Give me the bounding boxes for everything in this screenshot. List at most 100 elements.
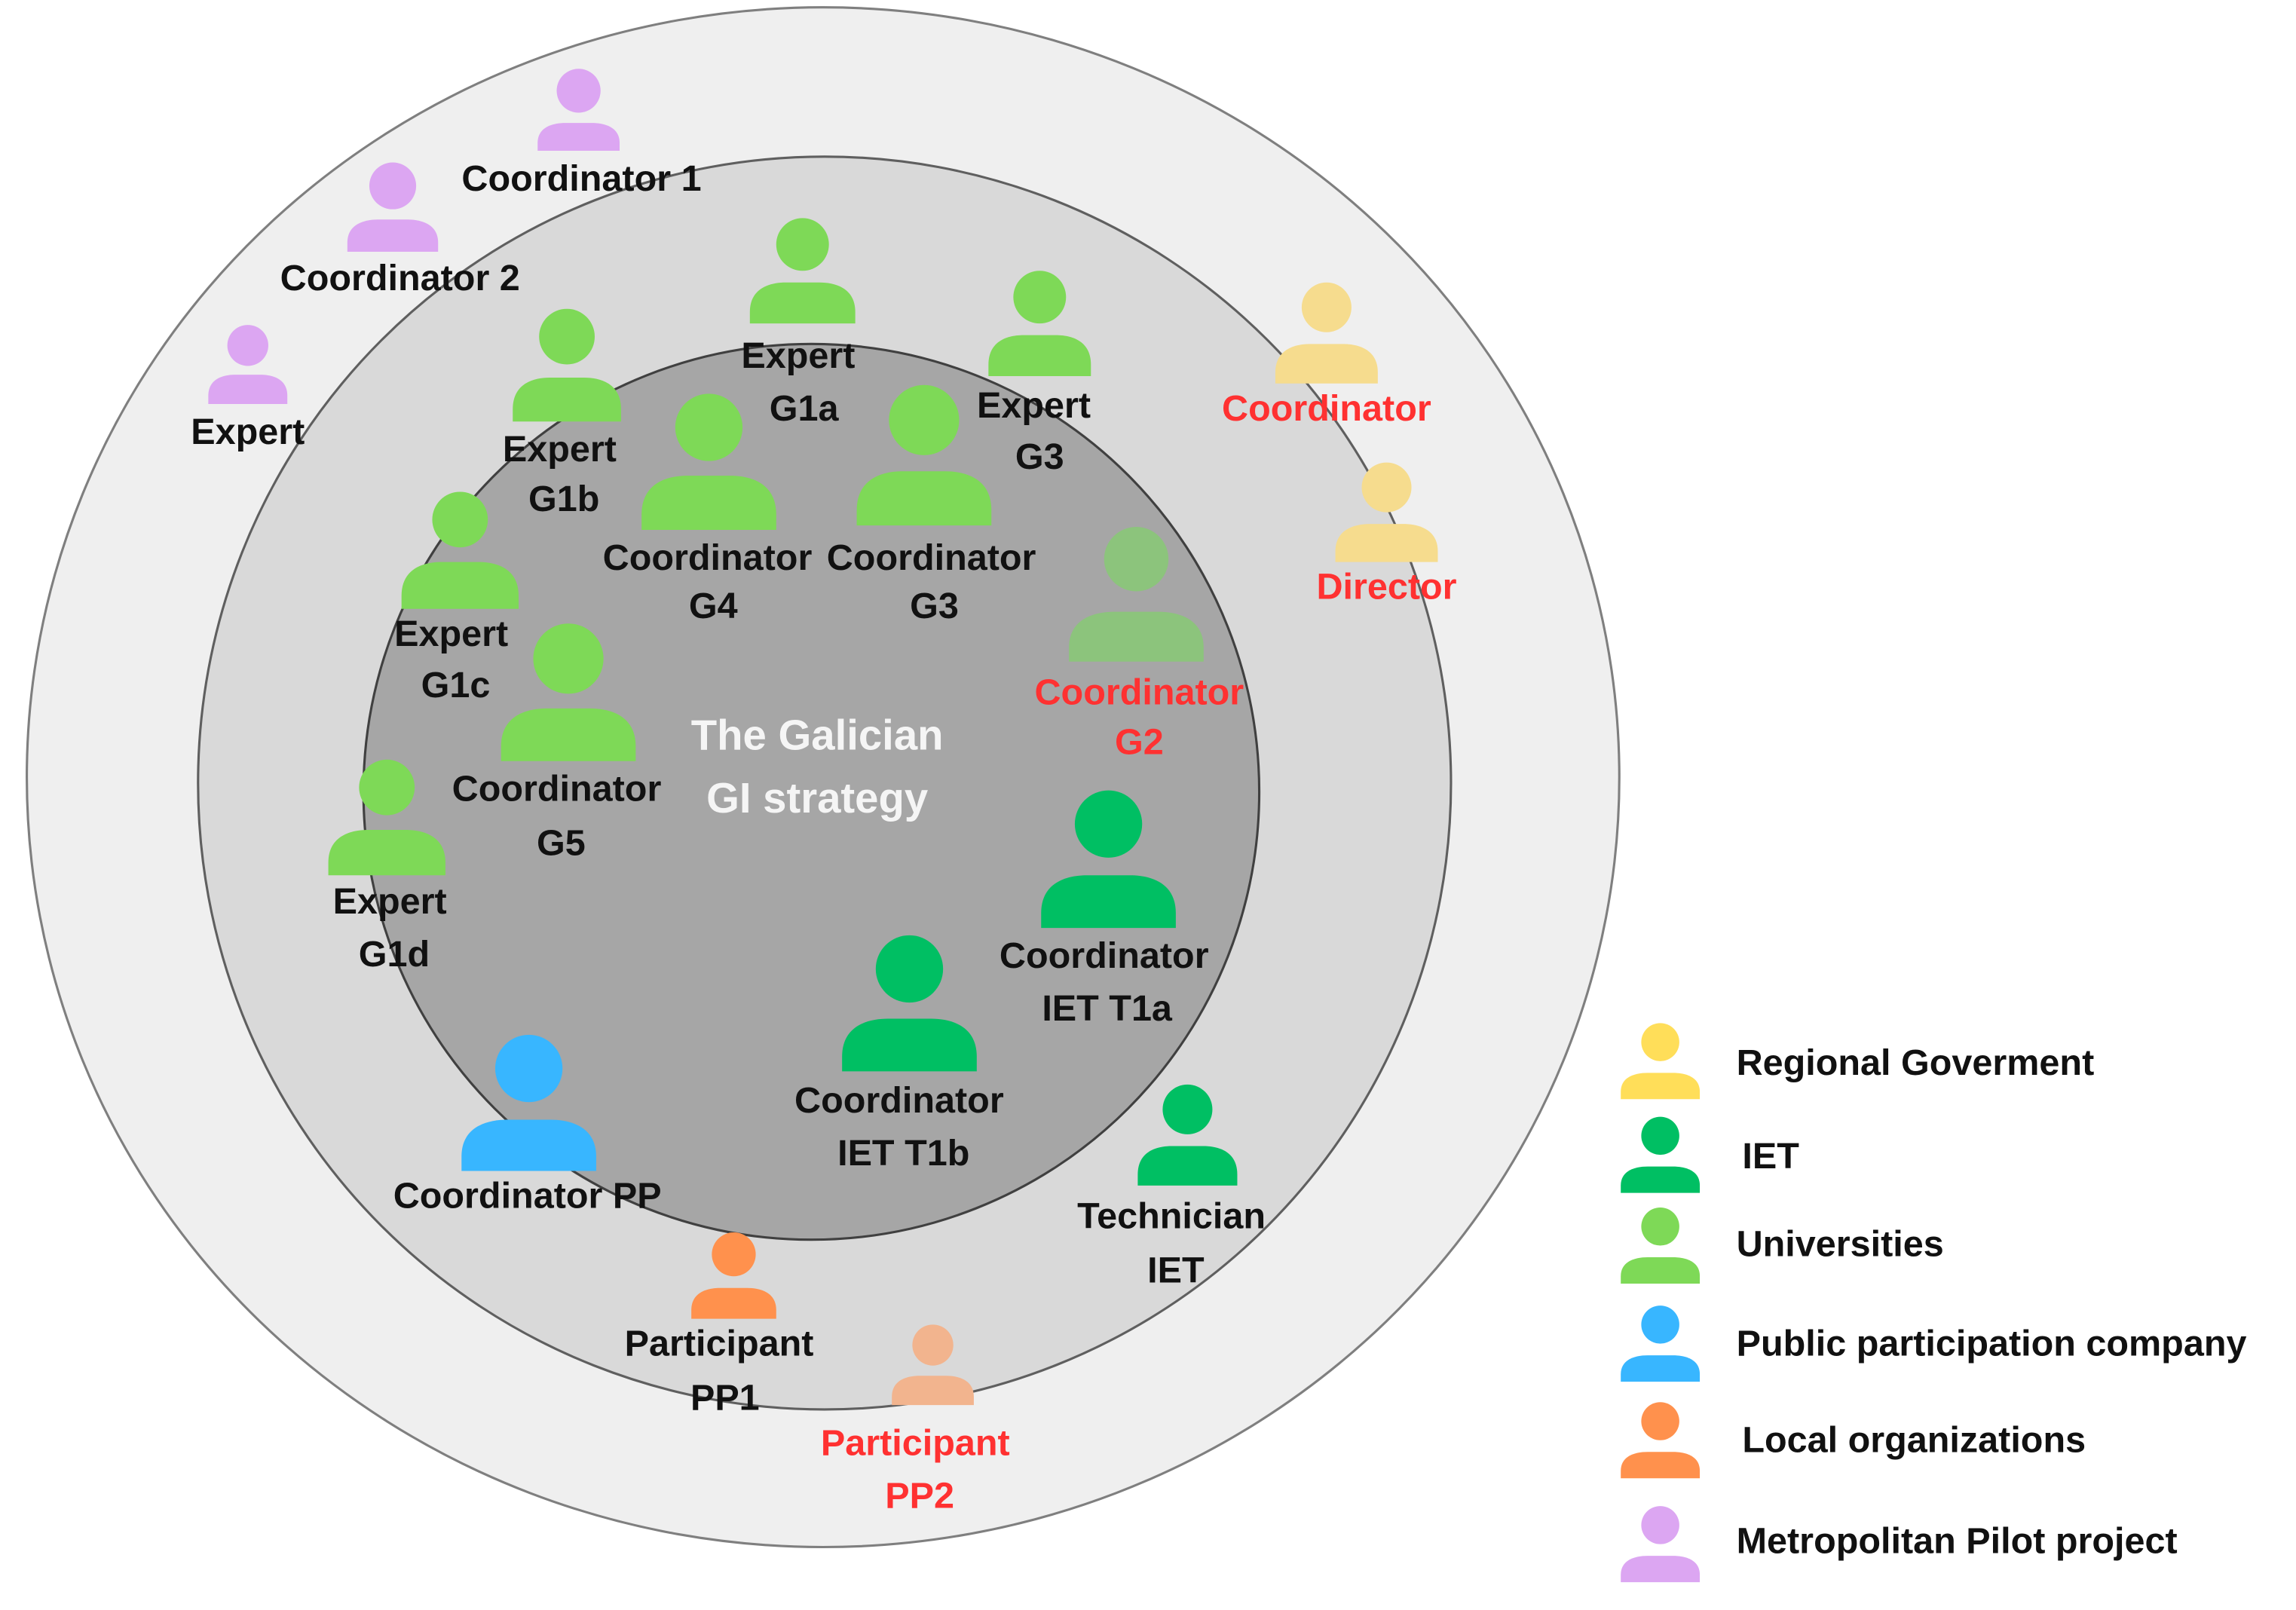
person-head (1641, 1402, 1679, 1440)
person-head (1301, 282, 1352, 332)
stakeholder-label: Expert (333, 881, 447, 922)
person-head (1074, 790, 1143, 858)
center-title-line-2: GI strategy (706, 774, 928, 822)
person-icon (1621, 1506, 1701, 1583)
person-body (208, 375, 288, 404)
person-icon (501, 623, 636, 761)
stakeholder-label: G5 (537, 822, 586, 863)
person-icon (1621, 1116, 1701, 1193)
person-icon (347, 162, 439, 252)
stakeholder-coordinator-2: Coordinator 2 (280, 162, 520, 298)
stakeholder-label: G1b (528, 479, 599, 519)
center-title-line-1: The Galician (691, 711, 944, 758)
person-body (1275, 344, 1378, 384)
person-body (1335, 524, 1438, 562)
person-icon (892, 1324, 974, 1406)
person-head (539, 308, 595, 365)
person-icon (691, 1232, 776, 1319)
person-icon (1275, 282, 1378, 384)
stakeholder-label: Coordinator (1222, 388, 1431, 429)
person-head (359, 759, 415, 816)
person-body (328, 830, 445, 876)
legend-item-iet: IET (1621, 1116, 1799, 1193)
person-body (691, 1287, 776, 1319)
person-body (641, 476, 776, 530)
stakeholder-label: Coordinator (603, 537, 813, 578)
stakeholder-label: Participant (625, 1324, 814, 1364)
person-body (749, 282, 856, 324)
stakeholder-coordinator: Coordinator (1222, 282, 1431, 429)
person-icon (749, 218, 856, 324)
stakeholder-label: G1c (421, 665, 491, 706)
legend-label: Regional Goverment (1737, 1042, 2095, 1083)
stakeholder-label: Coordinator PP (393, 1175, 662, 1216)
stakeholder-label: Expert (503, 429, 617, 470)
person-icon (1621, 1023, 1701, 1100)
person-body (842, 1018, 977, 1072)
person-body (1041, 875, 1176, 929)
person-icon (208, 325, 288, 404)
stakeholder-label: IET (1147, 1250, 1205, 1290)
person-body (501, 708, 636, 761)
stakeholder-label: PP1 (690, 1377, 760, 1418)
person-icon (1069, 527, 1204, 662)
person-body (461, 1119, 596, 1171)
legend-item-universities: Universities (1621, 1208, 1944, 1284)
stakeholder-label: Coordinator 1 (461, 158, 701, 199)
person-body (1621, 1073, 1701, 1100)
stakeholder-label: IET T1b (837, 1133, 969, 1174)
stakeholder-label: Coordinator 2 (280, 258, 520, 298)
person-icon (988, 271, 1091, 377)
stakeholder-coordinator-pp: Coordinator PP (393, 1034, 662, 1216)
person-head (1641, 1116, 1679, 1155)
stakeholder-coordinator-1: Coordinator 1 (461, 69, 702, 199)
person-body (892, 1376, 974, 1406)
person-icon (1335, 462, 1438, 562)
stakeholder-label: G1a (770, 388, 840, 429)
person-icon (328, 759, 445, 876)
legend-item-metropolitan-pilot-project: Metropolitan Pilot project (1621, 1506, 2178, 1583)
person-head (494, 1034, 563, 1103)
person-head (1162, 1084, 1213, 1134)
legend-label: Metropolitan Pilot project (1737, 1521, 2178, 1562)
person-head (889, 384, 960, 455)
legend-label: IET (1742, 1136, 1799, 1177)
stakeholder-label: Coordinator (827, 537, 1036, 578)
person-head (1641, 1023, 1679, 1061)
legend: Regional GovermentIETUniversitiesPublic … (1621, 1023, 2246, 1583)
person-body (401, 562, 519, 609)
person-head (1361, 462, 1412, 513)
person-body (1621, 1452, 1701, 1479)
stakeholder-label: G1d (359, 934, 430, 975)
person-body (856, 471, 992, 526)
person-body (1621, 1257, 1701, 1284)
stakeholder-label: Coordinator (1000, 935, 1209, 976)
stakeholder-label: Expert (977, 385, 1091, 426)
person-body (537, 123, 620, 152)
stakeholder-expert: Expert (191, 325, 305, 452)
legend-label: Universities (1737, 1224, 1944, 1265)
legend-item-regional-goverment: Regional Goverment (1621, 1023, 2095, 1100)
person-body (1621, 1166, 1701, 1193)
person-head (1641, 1208, 1679, 1246)
stakeholder-label: G4 (689, 586, 738, 626)
stakeholder-label: Participant (821, 1423, 1010, 1464)
person-body (988, 335, 1091, 377)
person-head (776, 218, 829, 271)
person-icon (1621, 1208, 1701, 1284)
stakeholder-label: Expert (741, 335, 855, 376)
person-head (1641, 1305, 1679, 1344)
stakeholder-label: Expert (394, 614, 508, 654)
person-icon (1137, 1084, 1238, 1186)
